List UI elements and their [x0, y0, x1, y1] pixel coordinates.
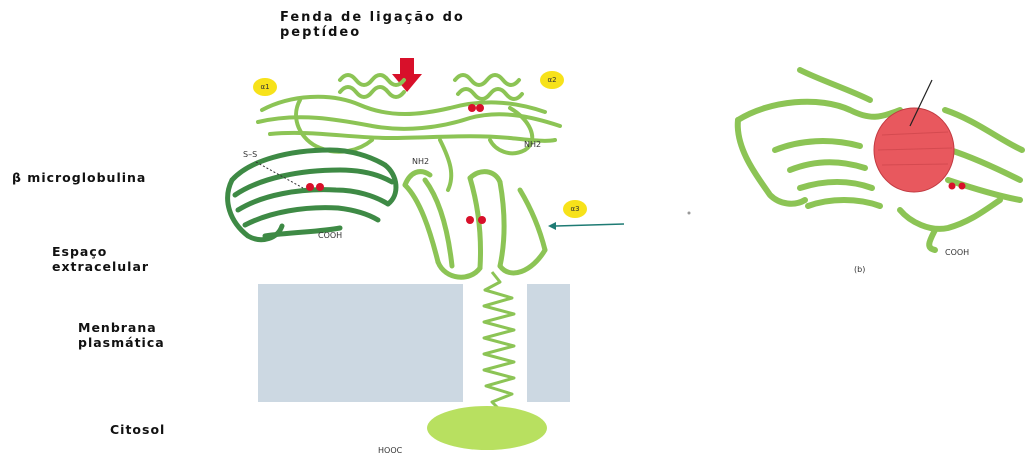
alpha3-domain [405, 172, 545, 278]
nh2-mid-label: NH2 [412, 157, 429, 166]
panel-b-label: (b) [854, 265, 865, 274]
hooc-bottom-label: HOOC [378, 446, 402, 455]
transmembrane-helix [484, 272, 514, 410]
alpha2-badge: α2 [540, 71, 564, 89]
ss-label: S–S [243, 150, 257, 159]
cytosolic-tail [427, 406, 547, 450]
cooh-left-label: COOH [318, 231, 342, 240]
membrane-block-right [527, 284, 570, 402]
cooh-right-label: COOH [945, 248, 969, 257]
alpha3-badge: α3 [563, 200, 587, 218]
beta2-microglobulin [228, 150, 396, 240]
speck [688, 212, 691, 215]
nh2-top-label: NH2 [524, 140, 541, 149]
alpha3-pointer-arrow [548, 222, 624, 230]
alpha1-badge: α1 [253, 78, 277, 96]
membrane-block-left [258, 284, 463, 402]
